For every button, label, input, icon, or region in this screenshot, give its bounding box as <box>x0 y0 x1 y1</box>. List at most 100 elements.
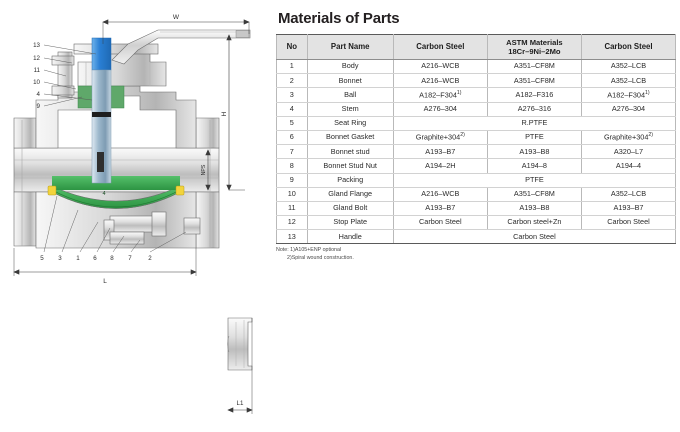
cell-no: 10 <box>276 187 308 202</box>
footnote-marker: 2) <box>648 132 654 139</box>
cell-material-span: R.PTFE <box>392 116 677 131</box>
cell-no: 9 <box>276 173 308 188</box>
footnote-marker: 1) <box>456 89 462 96</box>
callout-7: 7 <box>128 255 132 262</box>
cell-part-name: Handle <box>306 229 394 245</box>
column-header-carbon-steel-2: Carbon Steel <box>580 34 677 60</box>
callout-leaders-bottom <box>43 195 187 253</box>
cell-material-carbon-steel-2: A320–L7 <box>580 144 677 160</box>
dim-label-w: W <box>173 14 180 21</box>
callout-9: 9 <box>37 103 41 110</box>
dim-label-nps: NPS <box>201 164 207 175</box>
cell-material-astm: A193–B8 <box>486 144 582 160</box>
callout-3: 3 <box>58 255 62 262</box>
cell-material-astm: A351–CF8M <box>486 187 582 202</box>
callout-4-ball: 4 <box>102 191 105 197</box>
side-port-block <box>183 217 201 235</box>
callout-11: 11 <box>34 67 41 74</box>
gland-flange <box>73 43 159 55</box>
cell-material-carbon-steel-2: A193–B7 <box>580 201 677 217</box>
cell-material-carbon-steel-1: A182–F3041) <box>392 87 488 103</box>
stem-component <box>91 37 112 184</box>
cell-material-span: PTFE <box>392 173 677 188</box>
cell-no: 3 <box>276 87 308 103</box>
flange-detail-view: L1 <box>227 317 253 414</box>
cell-material-carbon-steel-1: A216–WCB <box>392 187 488 202</box>
cell-material-span: Carbon Steel <box>392 229 677 245</box>
cell-no: 12 <box>276 215 308 231</box>
cell-part-name: Bonnet Gasket <box>306 130 394 146</box>
cell-material-astm: A351–CF8M <box>486 59 582 75</box>
cell-part-name: Gland Bolt <box>306 201 394 217</box>
cell-no: 2 <box>276 73 308 89</box>
right-end-flange <box>195 117 220 249</box>
callout-4-upper: 4 <box>37 91 41 98</box>
table-header: No Part Name Carbon Steel ASTM Materials… <box>276 34 677 60</box>
column-header-no: No <box>276 34 308 60</box>
note-line-2: 2)Spiral wound construction. <box>287 255 354 262</box>
valve-drawing-svg: W H NPS L 13 12 11 10 4 9 <box>13 14 253 414</box>
callout-10: 10 <box>33 79 40 86</box>
cell-material-astm: PTFE <box>486 130 582 146</box>
cell-material-astm: A182–F316 <box>486 87 582 103</box>
valve-technical-drawing: W H NPS L 13 12 11 10 4 9 <box>0 0 270 432</box>
cell-no: 1 <box>276 59 308 75</box>
cell-part-name: Packing <box>306 173 394 188</box>
cell-no: 4 <box>276 102 308 117</box>
cell-no: 7 <box>276 144 308 160</box>
cell-part-name: Stem <box>306 102 394 117</box>
dim-label-l1: L1 <box>237 400 244 407</box>
cell-no: 13 <box>276 229 308 245</box>
cell-material-astm: A194–8 <box>486 158 582 174</box>
callout-1: 1 <box>76 255 80 262</box>
materials-table-panel: Materials of Parts No Part Name Carbon S… <box>276 10 677 263</box>
seat-ring-right <box>175 185 185 196</box>
cell-no: 11 <box>276 201 308 217</box>
cell-material-carbon-steel-1: A194–2H <box>392 158 488 174</box>
cell-part-name: Seat Ring <box>306 116 394 131</box>
dim-label-h: H <box>221 111 228 116</box>
callout-5: 5 <box>40 255 44 262</box>
cell-material-carbon-steel-1: A276–304 <box>392 102 488 117</box>
cell-material-carbon-steel-2: Graphite+3042) <box>580 130 677 146</box>
cell-material-carbon-steel-2: A194–4 <box>580 158 677 174</box>
cell-material-carbon-steel-2: A352–LCB <box>580 187 677 202</box>
footnote-marker: 2) <box>460 132 465 139</box>
cell-material-carbon-steel-2: A182–F3041) <box>580 87 677 103</box>
callout-2: 2 <box>148 255 152 262</box>
note-line-1: Note: 1)A105+ENP optional <box>276 247 342 254</box>
cell-material-carbon-steel-2: Carbon Steel <box>580 215 677 231</box>
cell-material-carbon-steel-2: A352–LCB <box>580 59 677 75</box>
gland-bolt <box>51 51 75 99</box>
cell-no: 8 <box>276 158 308 174</box>
handle-lever <box>111 29 251 65</box>
cell-material-astm: Carbon steel+Zn <box>486 215 582 231</box>
footnote-marker: 1) <box>645 89 650 96</box>
astm-header-line1: ASTM Materials <box>506 37 563 47</box>
drawing-body-group <box>13 29 251 249</box>
column-header-part-name: Part Name <box>306 34 394 60</box>
table-header-row: No Part Name Carbon Steel ASTM Materials… <box>276 34 677 60</box>
cell-material-astm: A351–CF8M <box>486 73 582 89</box>
cell-material-carbon-steel-1: Carbon Steel <box>392 215 488 231</box>
dimension-lines-group <box>13 19 250 276</box>
astm-header-line2: 18Cr–9Ni–2Mo <box>508 47 561 56</box>
cell-part-name: Ball <box>306 87 394 103</box>
cell-part-name: Gland Flange <box>306 187 394 202</box>
cell-no: 6 <box>276 130 308 146</box>
page-title: Materials of Parts <box>278 10 400 27</box>
callout-12: 12 <box>33 55 40 62</box>
cell-part-name: Bonnet <box>306 73 394 89</box>
cell-material-carbon-steel-1: Graphite+3042) <box>392 130 488 146</box>
column-header-astm-materials: ASTM Materials 18Cr–9Ni–2Mo <box>486 34 582 60</box>
